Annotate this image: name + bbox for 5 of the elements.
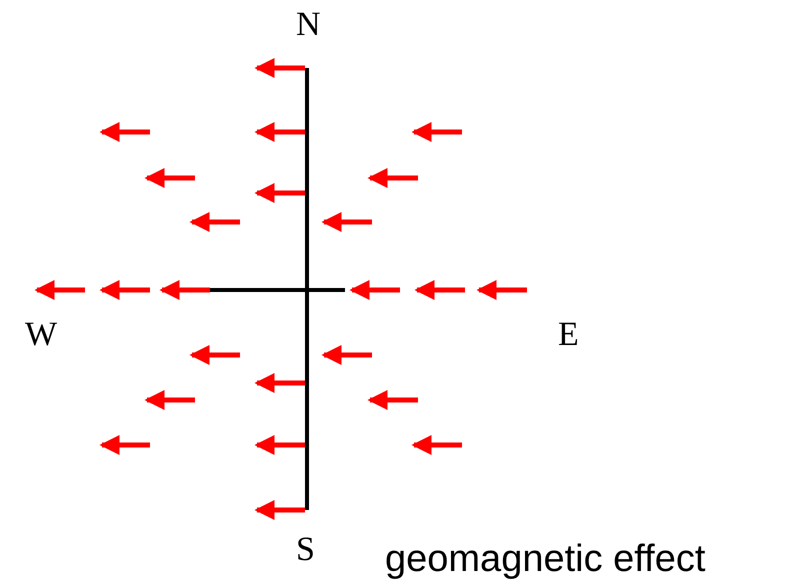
compass-letter: N (296, 8, 321, 42)
compass-letter: W (25, 318, 58, 352)
caption: geomagnetic effect (385, 540, 706, 578)
compass-letter: S (296, 533, 315, 567)
compass-letter: E (558, 318, 579, 352)
